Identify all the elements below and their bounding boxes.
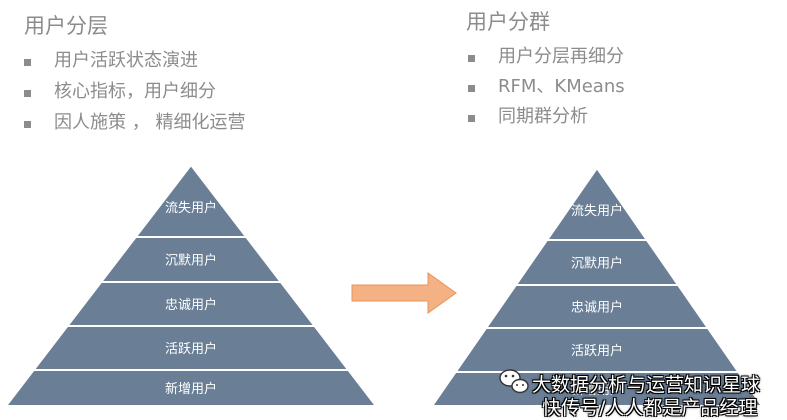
pyramid-layer-label: 忠诚用户: [165, 297, 217, 313]
pyramid-layer-label: 忠诚用户: [571, 300, 623, 316]
pyramid-layer-label: 流失用户: [571, 203, 623, 219]
watermark-line-1: 大数据分析与运营知识星球: [532, 374, 761, 396]
pyramid-layer-label: 活跃用户: [165, 341, 217, 357]
pyramid-layer-label: 沉默用户: [571, 256, 623, 272]
wechat-logo-icon: [499, 369, 529, 394]
pyramid-layer: [3, 369, 379, 407]
bullet-square-icon: [468, 85, 475, 92]
pyramid-layer-label: 活跃用户: [571, 343, 623, 359]
bullet-square-icon: [24, 121, 31, 128]
bullet-square-icon: [468, 115, 475, 122]
pyramid-layer-label: 新增用户: [165, 381, 217, 397]
bullet-square-icon: [468, 55, 475, 62]
left-bullet-list: 用户活跃状态演进 核心指标，用户细分 因人施策 ， 精细化运营: [20, 50, 245, 134]
bullet-square-icon: [24, 59, 31, 66]
pyramid-layer-label: 沉默用户: [165, 253, 217, 269]
pyramid-layer-label: 流失用户: [165, 200, 217, 216]
left-panel-title: 用户分层: [24, 14, 108, 38]
right-bullet-item: 用户分层再细分: [464, 46, 625, 68]
left-bullet-item: 核心指标，用户细分: [20, 81, 245, 103]
pyramid-layer-label: 新增用户: [571, 382, 623, 398]
left-bullet-item: 用户活跃状态演进: [20, 50, 245, 72]
watermark-line-2: 快传号/人人都是产品经理: [542, 397, 758, 419]
right-bullet-list: 用户分层再细分 RFM、KMeans 同期群分析: [464, 46, 625, 128]
right-bullet-item: RFM、KMeans: [464, 76, 625, 98]
right-panel-title: 用户分群: [466, 10, 550, 34]
right-bullet-item: 同期群分析: [464, 106, 625, 128]
right-arrow-icon: [351, 272, 457, 314]
bullet-square-icon: [24, 90, 31, 97]
left-bullet-item: 因人施策 ， 精细化运营: [20, 112, 245, 134]
